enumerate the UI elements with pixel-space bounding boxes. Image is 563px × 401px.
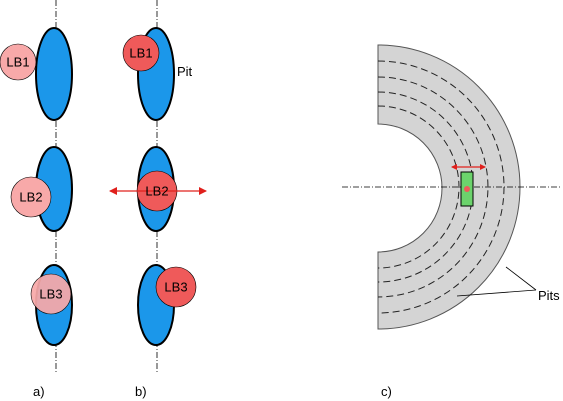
panel-b-spot-lb2-label: LB2 (145, 184, 168, 199)
panel-c-disc (377, 44, 521, 330)
panel-b-spot-lb1-label: LB1 (129, 46, 152, 61)
panel-c-pits-label: Pits (538, 288, 560, 303)
panel-a-spot-lb1-label: LB1 (6, 55, 29, 70)
panel-b: LB1 Pit LB2 LB3 b) (109, 0, 207, 399)
panel-b-spot-lb1 (122, 34, 160, 72)
panel-a-spot-lb3 (30, 273, 72, 315)
panel-b-spot-lb3-label: LB3 (164, 280, 187, 295)
panel-a-spot-lb1 (0, 43, 37, 81)
panel-b-spot-lb3 (155, 266, 197, 308)
panel-c-track-1 (377, 60, 505, 314)
panel-c-track-4 (377, 105, 460, 269)
panel-c: Pits c) (342, 44, 560, 399)
panel-a-spot-lb2 (10, 176, 52, 218)
panel-b-pit-label: Pit (177, 64, 193, 79)
panel-b-caption: b) (135, 384, 147, 399)
panel-c-pits-leader-2 (456, 289, 537, 297)
panel-a-spot-lb3-label: LB3 (39, 287, 62, 302)
panel-a-spot-lb2-label: LB2 (19, 190, 42, 205)
panel-a-caption: a) (33, 384, 45, 399)
panel-a-pit-1 (35, 27, 73, 121)
panel-a: LB1 LB2 LB3 a) (0, 0, 73, 399)
panel-c-pits-leader-1 (505, 266, 537, 291)
panel-c-spot (464, 186, 470, 192)
panel-c-caption: c) (381, 384, 392, 399)
